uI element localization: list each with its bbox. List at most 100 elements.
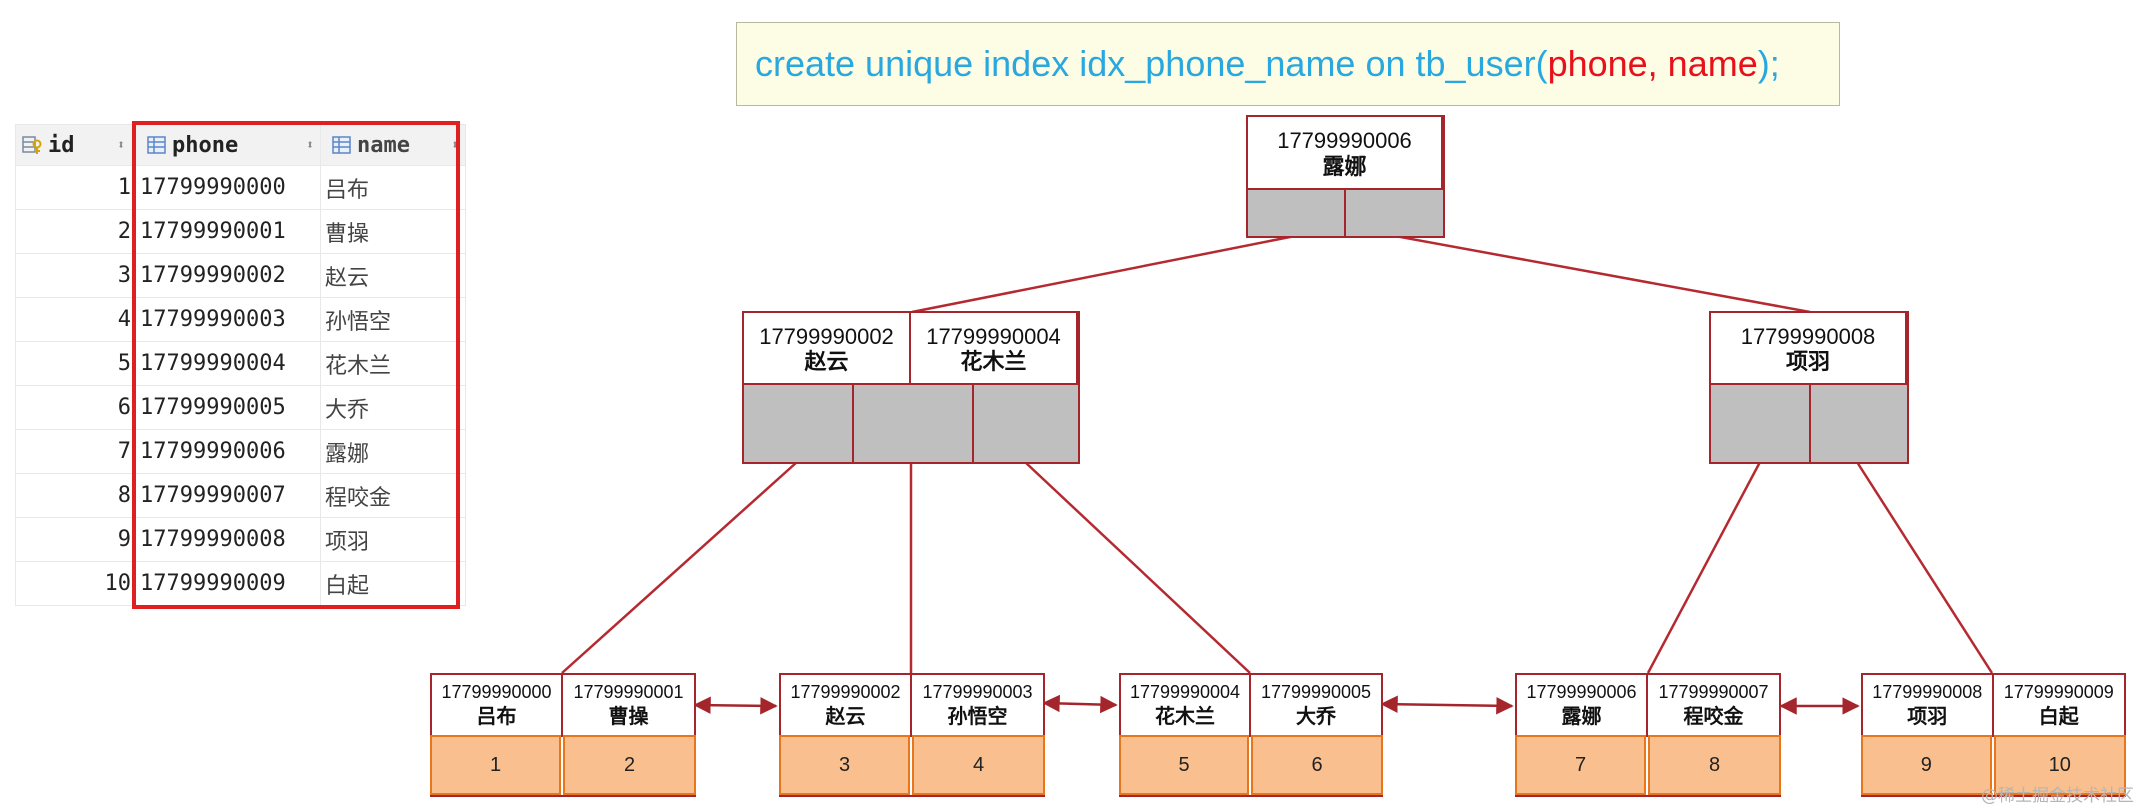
child-pointer bbox=[1248, 190, 1346, 236]
cell-name[interactable]: 项羽 bbox=[320, 517, 466, 562]
key-name: 项羽 bbox=[1907, 703, 1948, 728]
key-name: 大乔 bbox=[1296, 703, 1336, 728]
pointer-row bbox=[1248, 188, 1443, 236]
key-phone: 17799990001 bbox=[573, 682, 684, 703]
row-id-cell: 10 bbox=[1993, 735, 2126, 795]
internal-node-left: 17799990002 赵云 17799990004 花木兰 bbox=[742, 311, 1080, 464]
row-id-cell: 8 bbox=[1648, 735, 1781, 795]
pointer-row bbox=[1711, 383, 1907, 462]
column-header-phone[interactable]: phone ⬍ bbox=[135, 124, 321, 166]
key-name: 花木兰 bbox=[960, 350, 1027, 375]
sort-icon[interactable]: ⬍ bbox=[117, 137, 125, 153]
index-key: 17799990004 花木兰 bbox=[911, 313, 1078, 387]
leaf-data-row: 3 4 bbox=[779, 735, 1045, 795]
leaf-data-row: 1 2 bbox=[430, 735, 696, 795]
key-name: 露娜 bbox=[1322, 154, 1367, 180]
cell-phone[interactable]: 17799990006 bbox=[135, 429, 321, 474]
cell-phone[interactable]: 17799990009 bbox=[135, 561, 321, 606]
watermark: @稀土掘金技术社区 bbox=[1981, 786, 2134, 806]
key-phone: 17799990002 bbox=[759, 323, 894, 349]
column-header-label: phone bbox=[172, 132, 239, 158]
cell-phone[interactable]: 17799990004 bbox=[135, 341, 321, 386]
key-name: 吕布 bbox=[476, 703, 517, 728]
row-id-cell: 6 bbox=[1251, 735, 1383, 795]
root-node: 17799990006 露娜 bbox=[1246, 115, 1445, 238]
sort-icon[interactable]: ⬍ bbox=[451, 137, 459, 153]
row-id-cell: 9 bbox=[1861, 735, 1992, 795]
key-name: 赵云 bbox=[804, 350, 849, 375]
cell-phone[interactable]: 17799990007 bbox=[135, 473, 321, 518]
child-pointer bbox=[974, 385, 1078, 462]
key-phone: 17799990008 bbox=[1872, 682, 1983, 703]
root-to-right-line bbox=[1394, 234, 1811, 314]
key-phone: 17799990003 bbox=[922, 682, 1033, 703]
key-phone: 17799990004 bbox=[926, 323, 1061, 349]
user-table: id ⬍ phone ⬍ bbox=[15, 124, 466, 606]
index-key: 17799990006 露娜 bbox=[1248, 117, 1443, 192]
key-phone: 17799990004 bbox=[1129, 682, 1241, 703]
inner-to-leaf-5-line bbox=[1855, 461, 1994, 674]
column-header-label: id bbox=[48, 132, 75, 158]
child-pointer bbox=[854, 385, 975, 462]
sql-highlight: phone, name bbox=[1547, 43, 1758, 84]
cell-id[interactable]: 3 bbox=[15, 253, 136, 298]
cell-phone[interactable]: 17799990000 bbox=[135, 165, 321, 210]
inner-to-leaf-4-line bbox=[1646, 461, 1762, 674]
row-id-cell: 5 bbox=[1119, 735, 1249, 795]
cell-phone[interactable]: 17799990008 bbox=[135, 517, 321, 562]
key-phone: 17799990006 bbox=[1277, 128, 1412, 154]
cell-name[interactable]: 赵云 bbox=[320, 253, 466, 298]
cell-phone[interactable]: 17799990002 bbox=[135, 253, 321, 298]
cell-name[interactable]: 花木兰 bbox=[320, 341, 466, 386]
column-icon bbox=[147, 136, 166, 154]
column-icon bbox=[332, 136, 351, 154]
key-phone: 17799990005 bbox=[1260, 682, 1372, 703]
sql-statement: create unique index idx_phone_name on tb… bbox=[736, 22, 1840, 106]
row-id-cell: 2 bbox=[563, 735, 696, 795]
row-id-cell: 7 bbox=[1515, 735, 1646, 795]
cell-name[interactable]: 程咬金 bbox=[320, 473, 466, 518]
key-name: 孙悟空 bbox=[947, 703, 1008, 728]
key-phone: 17799990009 bbox=[2003, 682, 2114, 703]
cell-id[interactable]: 1 bbox=[15, 165, 136, 210]
cell-phone[interactable]: 17799990001 bbox=[135, 209, 321, 254]
internal-node-right: 17799990008 项羽 bbox=[1709, 311, 1909, 464]
cell-phone[interactable]: 17799990005 bbox=[135, 385, 321, 430]
leaf-link-1-2 bbox=[693, 696, 778, 715]
root-to-left-line bbox=[911, 234, 1296, 314]
cell-name[interactable]: 白起 bbox=[320, 561, 466, 606]
leaf-data-row: 5 6 bbox=[1119, 735, 1383, 795]
key-name: 花木兰 bbox=[1155, 703, 1215, 728]
child-pointer bbox=[1810, 385, 1907, 462]
cell-name[interactable]: 曹操 bbox=[320, 209, 466, 254]
key-name: 项羽 bbox=[1785, 350, 1830, 375]
cell-name[interactable]: 露娜 bbox=[320, 429, 466, 474]
key-name: 露娜 bbox=[1561, 703, 1602, 728]
cell-id[interactable]: 10 bbox=[15, 561, 136, 606]
column-header-id[interactable]: id ⬍ bbox=[15, 124, 136, 166]
sort-icon[interactable]: ⬍ bbox=[306, 137, 314, 153]
